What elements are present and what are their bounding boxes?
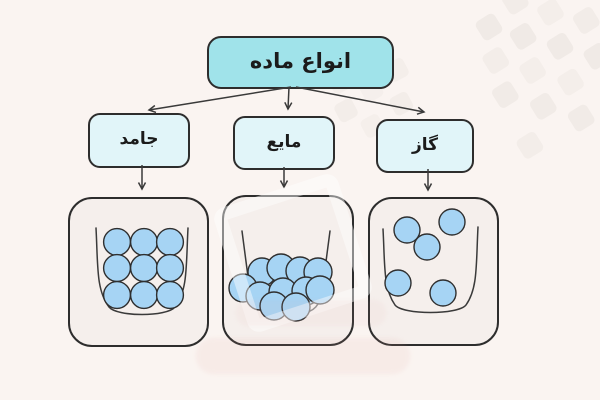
container-gas (368, 197, 499, 346)
node-gas: گاز (376, 119, 474, 173)
container-liquid (222, 195, 354, 346)
node-gas-label: گاز (411, 134, 439, 155)
node-liquid: مایع (233, 116, 335, 170)
node-types-of-matter: انواع ماده (207, 36, 394, 89)
node-solid: جامد (88, 113, 190, 168)
container-solid (68, 197, 209, 347)
node-solid-label: جامد (119, 129, 159, 149)
edge-types-of-matter-to-gas (295, 86, 426, 115)
edge-types-of-matter-to-liquid (284, 86, 293, 111)
mosaic-watermark (473, 11, 505, 43)
node-liquid-label: مایع (266, 131, 302, 152)
node-types-of-matter-label: انواع ماده (249, 49, 352, 73)
edge-types-of-matter-to-solid (147, 86, 292, 114)
